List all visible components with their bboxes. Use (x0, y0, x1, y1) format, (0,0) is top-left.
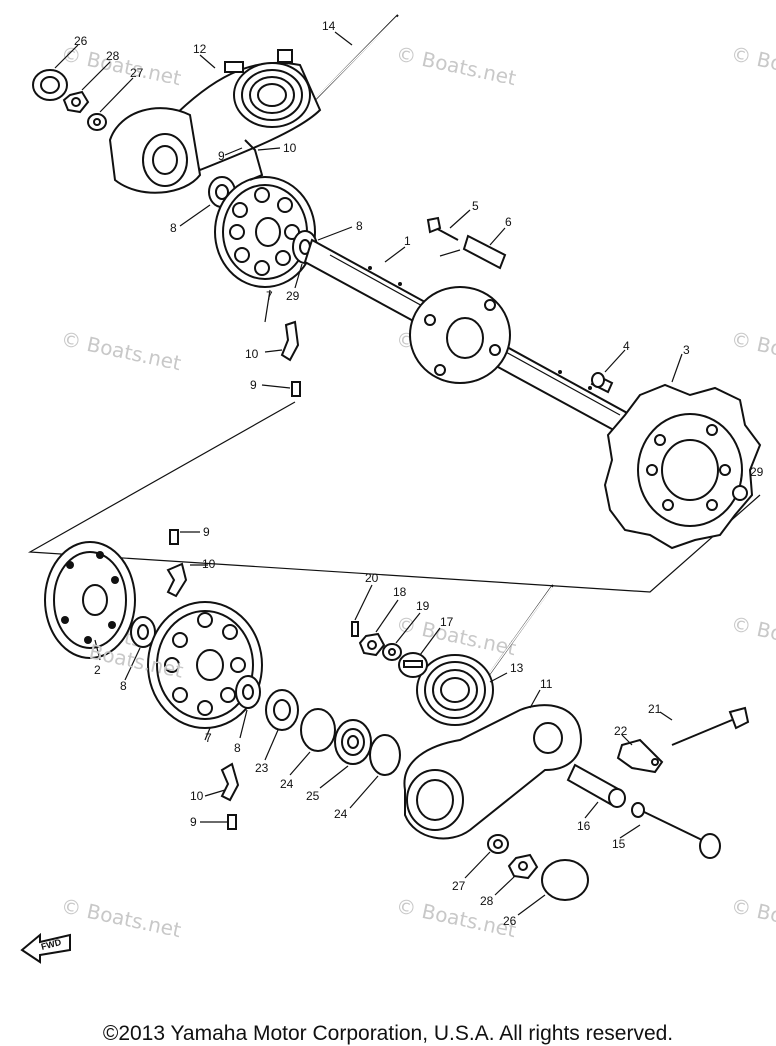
callout-17: 17 (440, 615, 454, 629)
cap-26-lower (541, 859, 589, 901)
callout-13: 13 (510, 661, 524, 675)
callout-10: 10 (283, 141, 297, 155)
watermark: © Boats.net (394, 893, 518, 942)
callout-7: 7 (266, 289, 273, 303)
bolt-21 (671, 706, 750, 746)
callout-8: 8 (356, 219, 363, 233)
bolt-9-upper (291, 381, 301, 397)
leader-lines (54, 31, 743, 916)
callout-14: 14 (322, 19, 336, 33)
callout-19: 19 (416, 599, 430, 613)
callout-6: 6 (505, 215, 512, 229)
circlip-24-b (369, 734, 401, 776)
callout-3: 3 (683, 343, 690, 357)
forward-arrow-icon: FWD (20, 932, 71, 964)
idler-wheel-7-upper (214, 176, 316, 288)
bolt-20 (351, 621, 359, 637)
washer-27-upper (87, 113, 107, 131)
callout-28: 28 (480, 894, 494, 908)
callout-4: 4 (623, 339, 630, 353)
watermark: © Boats.net (59, 41, 183, 90)
callout-5: 5 (472, 199, 479, 213)
watermark: © Boats.net (59, 893, 183, 942)
watermark: © Boats.net (729, 893, 776, 942)
callout-29: 29 (286, 289, 300, 303)
callout-9: 9 (218, 149, 225, 163)
callout-25: 25 (306, 789, 320, 803)
callout-24: 24 (334, 807, 348, 821)
callout-21: 21 (648, 702, 662, 716)
callout-labels: 26 28 27 12 14 10 9 8 8 1 5 6 4 3 29 7 2… (74, 19, 764, 928)
circlip-24-a (300, 708, 336, 752)
exploded-parts-diagram: © Boats.net © Boats.net © Boats.net © Bo… (20, 14, 776, 964)
cover-plate (108, 107, 202, 194)
callout-8: 8 (234, 741, 241, 755)
bushing-29-right (732, 485, 748, 501)
watermark: © Boats.net (729, 41, 776, 90)
callout-15: 15 (612, 837, 626, 851)
pivot-shaft-16 (566, 763, 626, 808)
callout-28: 28 (106, 49, 120, 63)
bracket-10-lower-top (166, 562, 188, 598)
bearing-8-lower (235, 675, 261, 709)
copyright-notice: ©2013 Yamaha Motor Corporation, U.S.A. A… (102, 1022, 674, 1045)
callout-26: 26 (74, 34, 88, 48)
callout-29: 29 (750, 465, 764, 479)
callout-9: 9 (250, 378, 257, 392)
callout-16: 16 (577, 819, 591, 833)
callout-8: 8 (120, 679, 127, 693)
spring-assembly-12 (168, 49, 322, 172)
bracket-10-upper (280, 320, 300, 362)
callout-1: 1 (404, 234, 411, 248)
spacer-23 (265, 689, 299, 731)
wheel-hub-2 (44, 541, 136, 659)
watermark: © Boats.net (59, 326, 183, 375)
callout-9: 9 (190, 815, 197, 829)
bracket-10-spring (244, 139, 264, 181)
callout-10: 10 (245, 347, 259, 361)
bracket-22 (616, 738, 664, 774)
watermark: © Boats.net (729, 611, 776, 660)
callout-27: 27 (452, 879, 466, 893)
callout-20: 20 (365, 571, 379, 585)
washer-19 (382, 643, 402, 661)
axle-flange-plate (409, 286, 511, 384)
callout-18: 18 (393, 585, 407, 599)
bolt-9-lower-bottom (227, 814, 237, 830)
callout-10: 10 (202, 557, 216, 571)
torsion-spring-13 (416, 584, 554, 726)
callout-10: 10 (190, 789, 204, 803)
nut-28-lower (507, 853, 539, 880)
washer-17 (398, 652, 428, 678)
tension-arm-11 (403, 704, 582, 840)
drive-sprocket-3 (603, 383, 762, 550)
watermark: © Boats.net (394, 41, 518, 90)
callout-24: 24 (280, 777, 294, 791)
bearing-25 (334, 719, 372, 765)
nut-28-upper (62, 90, 90, 114)
callout-9: 9 (203, 525, 210, 539)
watermark: © Boats.net (729, 326, 776, 375)
callout-11: 11 (540, 677, 553, 691)
bearing-8-lower-left (130, 616, 156, 648)
callout-23: 23 (255, 761, 269, 775)
bracket-10-lower-bottom (220, 762, 240, 802)
adjuster-bolt-15 (631, 802, 721, 859)
bolt-9-lower-top (169, 529, 179, 545)
plate-6 (462, 234, 507, 270)
assembly-lines (27, 249, 761, 593)
callout-27: 27 (130, 66, 144, 80)
pin-4 (590, 372, 614, 394)
cap-26-upper (32, 69, 68, 101)
callout-8: 8 (170, 221, 177, 235)
callout-22: 22 (614, 724, 628, 738)
callout-26: 26 (503, 914, 517, 928)
callout-12: 12 (193, 42, 207, 56)
bolt-5 (426, 216, 459, 241)
callout-7: 7 (205, 731, 212, 745)
washer-27-lower (487, 834, 509, 854)
idler-wheel-7-lower (147, 601, 263, 729)
nut-18 (358, 632, 386, 657)
callout-2: 2 (94, 663, 101, 677)
